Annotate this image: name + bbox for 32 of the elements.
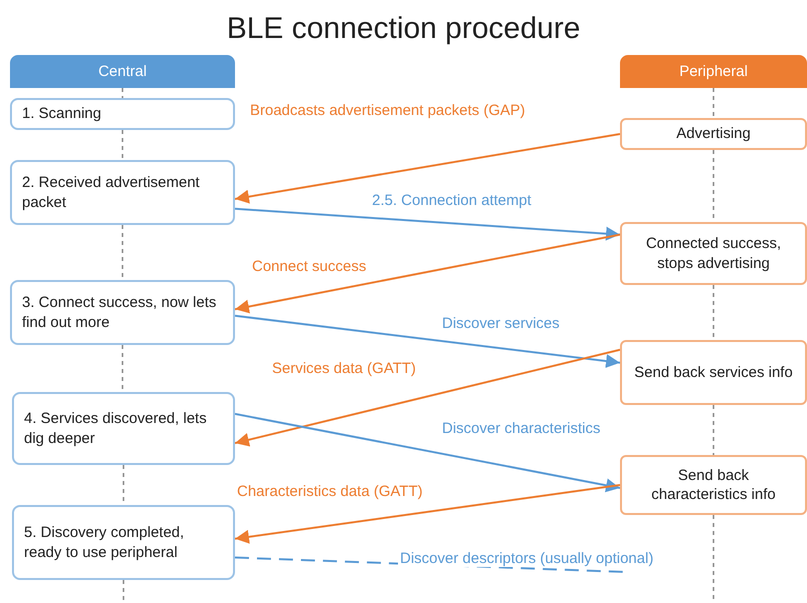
lifeline bbox=[122, 225, 124, 280]
diagram-title: BLE connection procedure bbox=[226, 12, 582, 46]
edge-label: Services data (GATT) bbox=[270, 360, 418, 377]
lifeline bbox=[712, 88, 714, 118]
step-box: 1. Scanning bbox=[10, 98, 235, 130]
step-box: Connected success, stops advertising bbox=[620, 222, 807, 285]
message-arrow bbox=[234, 348, 620, 447]
edge-label: Characteristics data (GATT) bbox=[235, 483, 425, 500]
message-arrow bbox=[234, 234, 620, 314]
message-arrow bbox=[234, 314, 620, 368]
edge-label: Broadcasts advertisement packets (GAP) bbox=[248, 102, 528, 119]
lifeline-header: Central bbox=[10, 55, 235, 88]
lifeline bbox=[712, 285, 714, 340]
lifeline-header: Peripheral bbox=[620, 55, 807, 88]
edge-label: 2.5. Connection attempt bbox=[370, 192, 534, 209]
step-box: Advertising bbox=[620, 118, 807, 150]
lifeline bbox=[122, 580, 124, 603]
lifeline bbox=[712, 405, 714, 455]
step-box: 5. Discovery completed, ready to use peripheral bbox=[12, 505, 235, 580]
edge-label: Discover descriptors (usually optional) bbox=[398, 550, 656, 567]
step-box: 3. Connect success, now lets find out more bbox=[10, 280, 235, 345]
step-box: 4. Services discovered, lets dig deeper bbox=[12, 392, 235, 465]
message-arrow bbox=[234, 133, 620, 204]
message-arrow bbox=[234, 484, 620, 544]
message-arrow bbox=[234, 208, 620, 241]
step-box: Send back characteristics info bbox=[620, 455, 807, 515]
message-arrow bbox=[234, 412, 620, 492]
lifeline bbox=[122, 88, 124, 98]
lifeline bbox=[122, 130, 124, 160]
step-box: 2. Received advertisement packet bbox=[10, 160, 235, 225]
step-box: Send back services info bbox=[620, 340, 807, 405]
lifeline bbox=[122, 345, 124, 392]
